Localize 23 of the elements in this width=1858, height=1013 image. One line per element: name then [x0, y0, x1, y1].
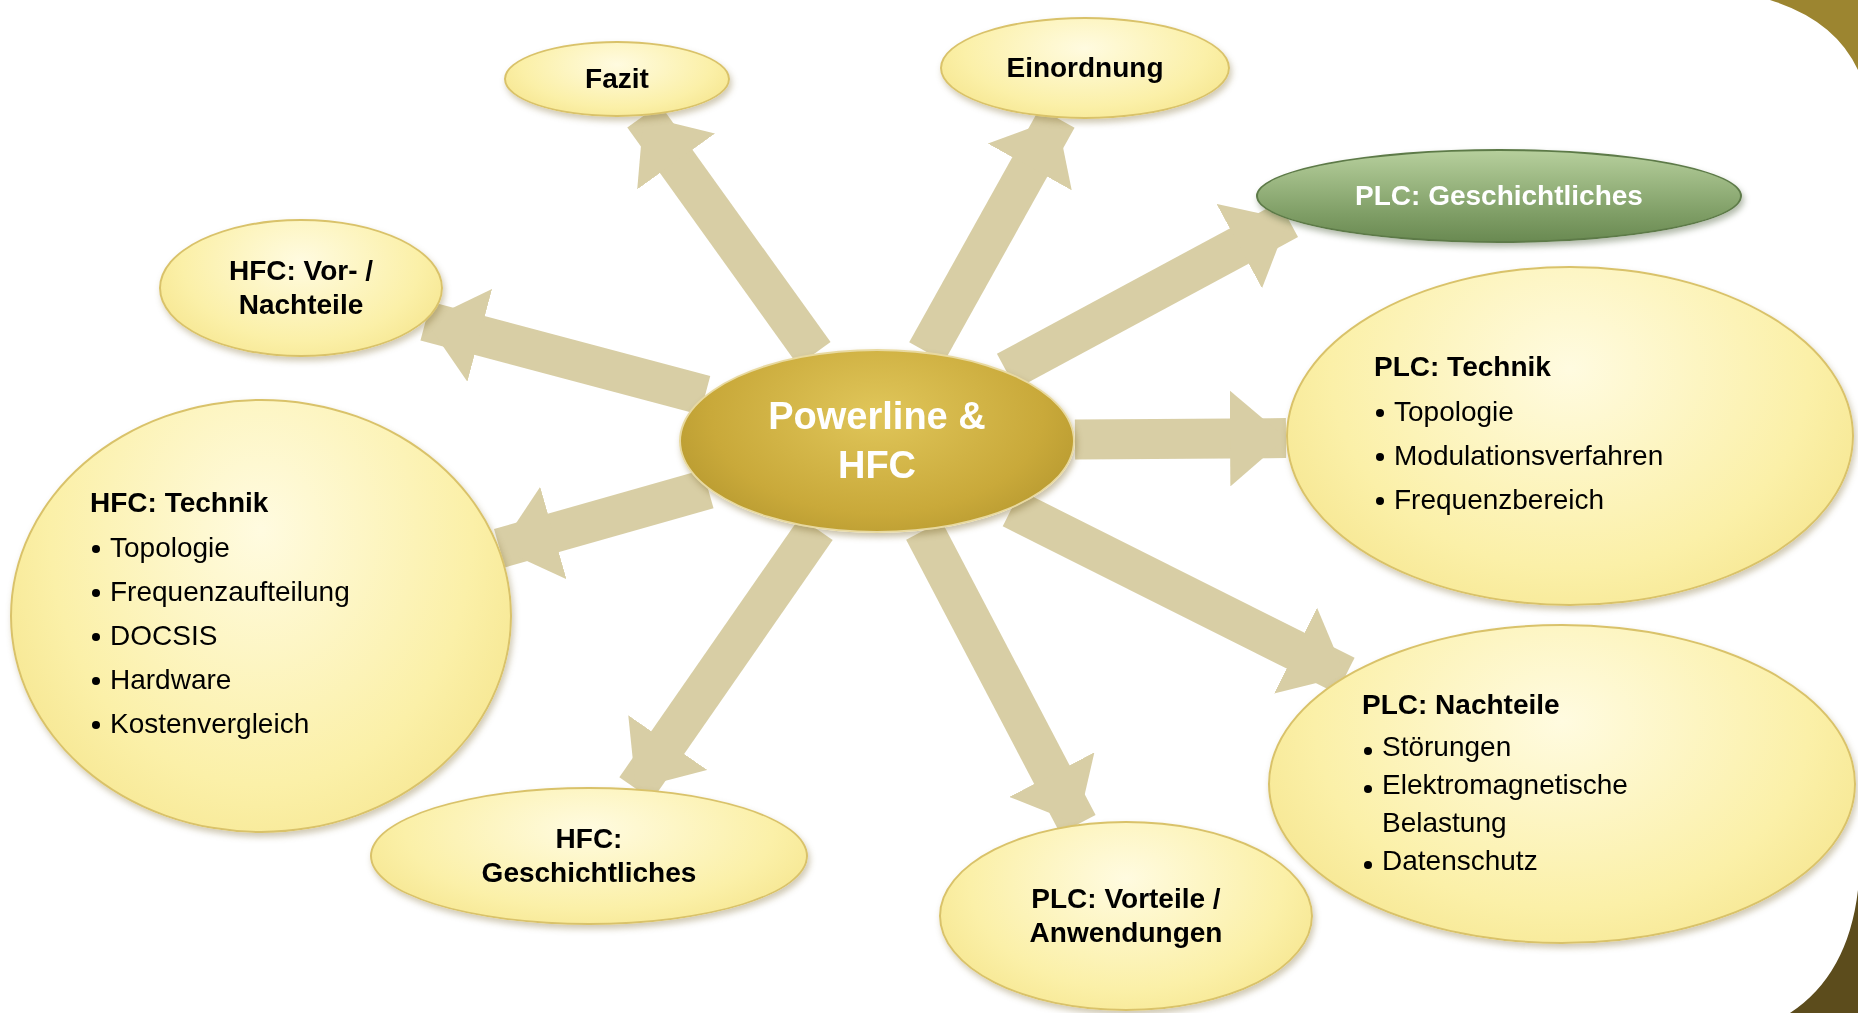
topic-title: PLC: Technik	[1374, 350, 1551, 384]
bullet-item: Kostenvergleich	[90, 702, 310, 746]
topic-title: HFC: Vor- / Nachteile	[227, 254, 375, 322]
bullet-item: DOCSIS	[90, 614, 218, 658]
bullet-item: Modulationsverfahren	[1374, 434, 1664, 478]
bullet-item: Elektromagnetische Belastung	[1362, 766, 1722, 842]
bullet-item: Frequenzbereich	[1374, 478, 1605, 522]
bullet-item: Topologie	[90, 526, 230, 570]
topic-title: Fazit	[585, 62, 649, 96]
block-arrow	[1074, 390, 1287, 487]
bullet-item: Frequenzaufteilung	[90, 570, 350, 614]
bullet-item: Störungen	[1362, 728, 1512, 766]
bullet-item: Hardware	[90, 658, 232, 702]
topic-title: HFC: Geschichtliches	[480, 822, 698, 890]
topic-title: PLC: Geschichtliches	[1355, 179, 1643, 213]
topic-title: Powerline & HFC	[767, 393, 987, 488]
topic-title: PLC: Nachteile	[1362, 688, 1560, 722]
topic-title: Einordnung	[1006, 51, 1164, 85]
topic-title: HFC: Technik	[90, 486, 269, 520]
block-arrow	[420, 289, 711, 415]
topic-title: PLC: Vorteile / Anwendungen	[1028, 882, 1224, 950]
bullet-item: Topologie	[1374, 390, 1514, 434]
bullet-item: Datenschutz	[1362, 842, 1538, 880]
